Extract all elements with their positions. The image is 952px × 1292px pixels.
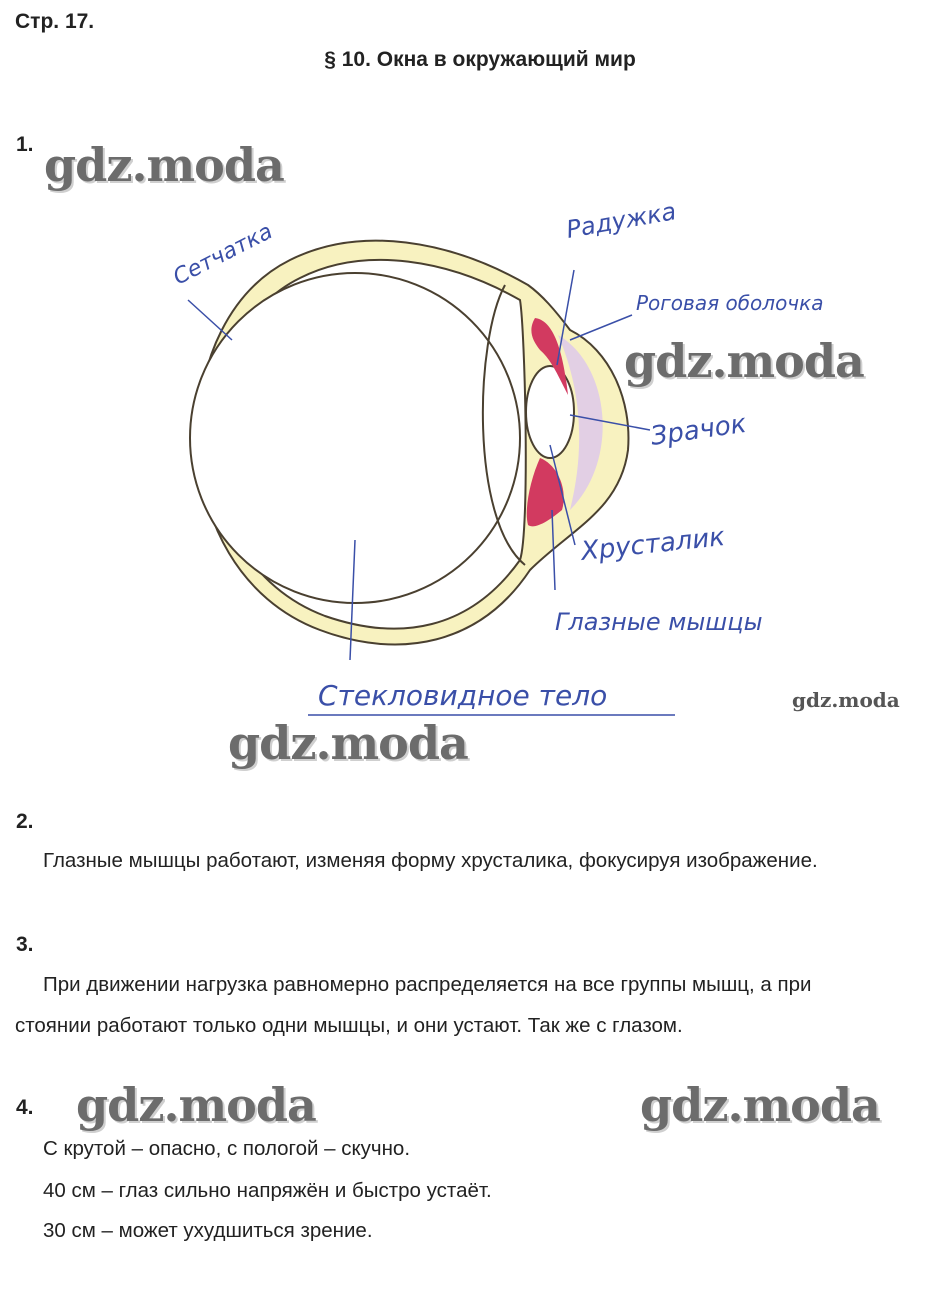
question-4-answer-line1: С крутой – опасно, с пологой – скучно.: [43, 1137, 411, 1160]
watermark-small: gdz.moda: [792, 688, 900, 712]
vitreous-boundary: [481, 284, 526, 566]
label-muscles: Глазные мышцы: [555, 608, 763, 636]
lens-pointer: [549, 444, 576, 546]
label-cornea: Роговая оболочка: [636, 291, 823, 315]
retina-circle: [189, 272, 521, 604]
question-3-answer-line1: При движении нагрузка равномерно распред…: [43, 973, 812, 996]
question-4-number: 4.: [16, 1096, 34, 1119]
watermark: gdz.moda: [228, 716, 469, 770]
lens: [525, 365, 575, 459]
retina-pointer: [187, 299, 233, 341]
vitreous-pointer: [349, 539, 356, 661]
watermark: gdz.moda: [44, 138, 285, 192]
label-pupil: Зрачок: [649, 409, 749, 452]
label-vitreous: Стекловидное тело: [318, 679, 607, 712]
iris-pointer: [556, 269, 575, 366]
section-title: § 10. Окна в окружающий мир: [324, 48, 636, 71]
watermark: gdz.moda: [640, 1078, 881, 1132]
question-2-answer: Глазные мышцы работают, изменяя форму хр…: [43, 849, 818, 872]
question-4-answer-line2: 40 см – глаз сильно напряжён и быстро ус…: [43, 1179, 492, 1202]
question-1-number: 1.: [16, 133, 34, 156]
cornea: [558, 335, 603, 510]
iris-lower: [526, 458, 564, 527]
question-2-number: 2.: [16, 810, 34, 833]
label-lens: Хрусталик: [578, 522, 727, 567]
watermark: gdz.moda: [624, 334, 865, 388]
watermark: gdz.moda: [76, 1078, 317, 1132]
eye-diagram-svg: Сетчатка Радужка Роговая оболочка Зрачок…: [169, 197, 823, 716]
question-4-answer-line3: 30 см – может ухудшиться зрение.: [43, 1219, 373, 1242]
cornea-pointer: [569, 314, 633, 341]
question-3-answer-line2: стоянии работают только одни мышцы, и он…: [15, 1014, 683, 1037]
eye-diagram: Сетчатка Радужка Роговая оболочка Зрачок…: [150, 190, 910, 730]
label-iris: Радужка: [564, 197, 678, 244]
question-3-number: 3.: [16, 933, 34, 956]
pupil-pointer: [569, 414, 651, 431]
iris-upper: [531, 318, 568, 395]
page-number: Стр. 17.: [15, 10, 95, 33]
muscles-pointer: [551, 509, 556, 591]
